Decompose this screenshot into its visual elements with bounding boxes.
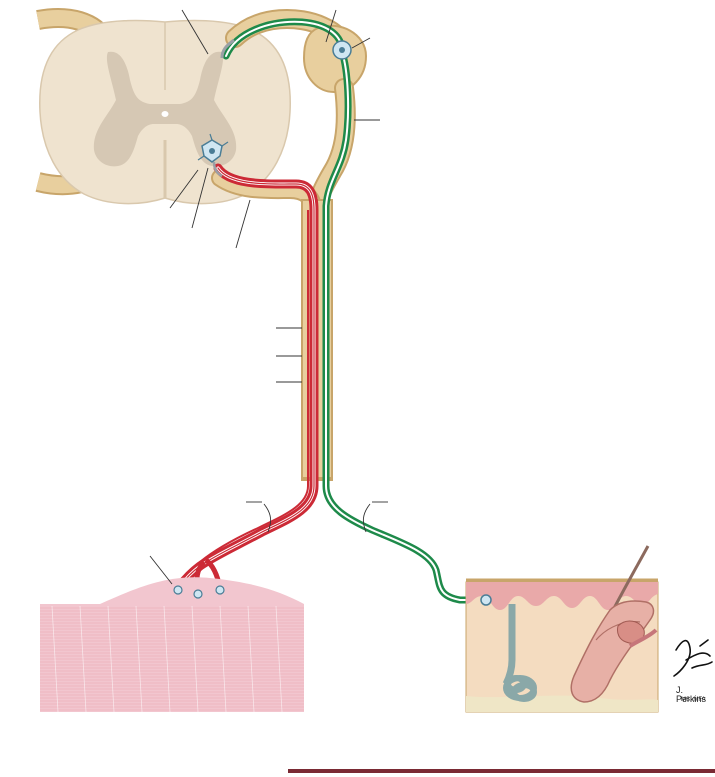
sensory-fiber [220, 18, 488, 604]
muscle-fiber-boundary [275, 605, 283, 713]
sensory-ending-icon [480, 594, 492, 606]
skin-section [465, 545, 659, 713]
muscle-fiber-boundary [219, 605, 227, 713]
muscle-striations [40, 605, 304, 713]
artist-name: J. Perkins [676, 685, 707, 704]
skeletal-muscle [40, 577, 304, 713]
dorsal-root-ganglion [302, 24, 368, 94]
hair-follicle-icon [570, 545, 658, 703]
artist-signature [673, 639, 713, 677]
sweat-gland-coil [503, 675, 537, 702]
sensory-central-terminal [220, 38, 235, 59]
muscle-fiber-boundary [247, 605, 255, 713]
muscle-fibers [40, 604, 304, 712]
muscle-bulge [100, 577, 304, 604]
signature-mark [673, 639, 713, 677]
motor-axon-outer [175, 163, 319, 591]
muscle-fiber-boundary [163, 605, 171, 713]
muscle-fiber-boundary [51, 605, 59, 713]
neuromuscular-junction-icon [173, 585, 225, 599]
spinal-cord [35, 8, 291, 205]
epidermis [466, 582, 658, 610]
artist-credential: MS, MFA [681, 697, 706, 703]
muscle-fiber-boundary [135, 605, 143, 713]
muscle-fiber-boundary [107, 605, 115, 713]
arrector-pili [628, 628, 658, 648]
muscle-fiber-boundary [79, 605, 87, 713]
muscle-fiber-boundary [191, 605, 199, 713]
central-canal [161, 111, 169, 117]
gray-matter [93, 51, 237, 167]
footer-rule [288, 769, 715, 773]
leader-lines [149, 9, 388, 585]
